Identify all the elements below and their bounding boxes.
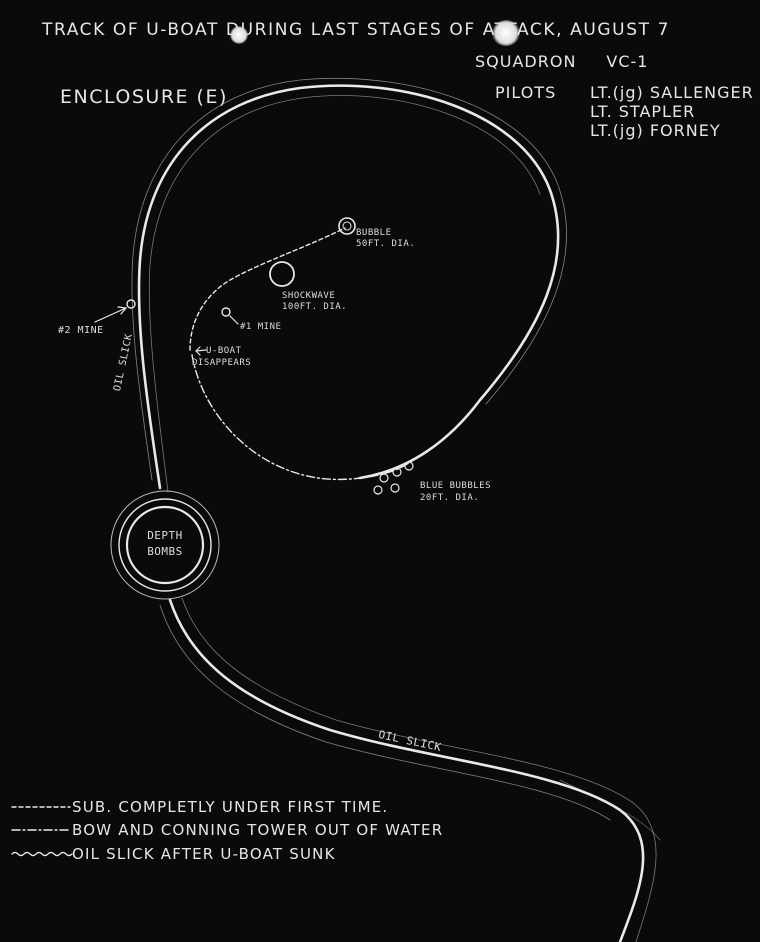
mine-1-marker xyxy=(221,307,231,317)
blue-bubble xyxy=(404,461,414,471)
depth-bombs-ring xyxy=(118,498,212,592)
mine-2-arrow xyxy=(94,306,128,323)
pilot-name: LT.(jg) FORNEY xyxy=(590,121,721,140)
legend-text: SUB. COMPLETLY UNDER FIRST TIME. xyxy=(72,798,389,816)
mine-2-marker xyxy=(126,299,136,309)
u-boat-label-line: U-BOAT xyxy=(206,346,242,356)
u-boat-disappears-label: U-BOAT DISAPPEARS xyxy=(192,345,251,369)
squadron-label: SQUADRON xyxy=(475,52,577,71)
pilot-name: LT.(jg) SALLENGER xyxy=(590,83,754,102)
blue-bubbles-label: BLUE BUBBLES 20FT. DIA. xyxy=(420,480,491,504)
blue-bubble xyxy=(379,473,389,483)
oil-slick-tail xyxy=(168,598,645,942)
bubble-marker-inner xyxy=(342,221,352,231)
bubble-label-line: BUBBLE xyxy=(356,228,392,238)
depth-bombs-ring xyxy=(125,505,205,585)
depth-bombs-label-line: BOMBS xyxy=(147,545,183,558)
legend-text: OIL SLICK AFTER U-BOAT SUNK xyxy=(72,845,336,863)
oil-slick-tail-edge xyxy=(559,779,661,841)
shockwave-marker xyxy=(269,261,295,287)
pilots-label: PILOTS xyxy=(495,83,557,102)
mine-2-label: #2 MINE xyxy=(58,325,104,336)
squadron-line: SQUADRON VC-1 xyxy=(475,52,648,71)
bubble-label: BUBBLE 50FT. DIA. xyxy=(356,228,415,250)
enclosure-label: ENCLOSURE (E) xyxy=(60,86,228,108)
sub-under-track xyxy=(189,227,346,351)
mine-1-arrow xyxy=(229,315,239,325)
oil-slick-tail-edge xyxy=(181,597,657,942)
legend-item: SUB. COMPLETLY UNDER FIRST TIME. xyxy=(10,798,388,816)
legend-symbol-wavy xyxy=(11,851,73,857)
oil-slick-track-edge xyxy=(148,95,541,493)
blue-bubble xyxy=(373,485,383,495)
squadron-value: VC-1 xyxy=(606,52,649,71)
u-boat-label-line: DISAPPEARS xyxy=(192,358,252,368)
legend-item: OIL SLICK AFTER U-BOAT SUNK xyxy=(10,845,336,863)
blue-bubble xyxy=(392,467,402,477)
blue-bubbles-label-line: BLUE BUBBLES xyxy=(420,481,492,491)
legend-item: BOW AND CONNING TOWER OUT OF WATER xyxy=(10,821,443,839)
u-boat-arrow xyxy=(195,346,207,356)
pilot-name: LT. STAPLER xyxy=(590,102,696,121)
shockwave-label-line: 100FT. DIA. xyxy=(282,302,348,312)
mine-1-label: #1 MINE xyxy=(240,322,282,332)
oil-slick-track xyxy=(137,84,560,490)
oil-slick-track-edge xyxy=(131,77,567,481)
shockwave-label: SHOCKWAVE 100FT. DIA. xyxy=(282,291,347,313)
oil-slick-tail-edge xyxy=(159,604,611,821)
pilot-list: LT.(jg) SALLENGER LT. STAPLER LT.(jg) FO… xyxy=(590,83,754,140)
blue-bubble xyxy=(390,483,400,493)
photo-blemish-1 xyxy=(230,26,248,44)
blue-bubbles-label-line: 20FT. DIA. xyxy=(420,493,480,503)
depth-bombs-label: DEPTH BOMBS xyxy=(140,528,190,560)
bubble-marker xyxy=(338,217,356,235)
bubble-label-line: 50FT. DIA. xyxy=(356,239,416,249)
shockwave-label-line: SHOCKWAVE xyxy=(282,291,336,301)
depth-bombs-label-line: DEPTH xyxy=(147,529,183,542)
photo-blemish-2 xyxy=(492,20,520,46)
depth-bombs-ring xyxy=(110,490,220,600)
legend-text: BOW AND CONNING TOWER OUT OF WATER xyxy=(72,821,444,839)
conning-tower-track xyxy=(191,354,411,481)
